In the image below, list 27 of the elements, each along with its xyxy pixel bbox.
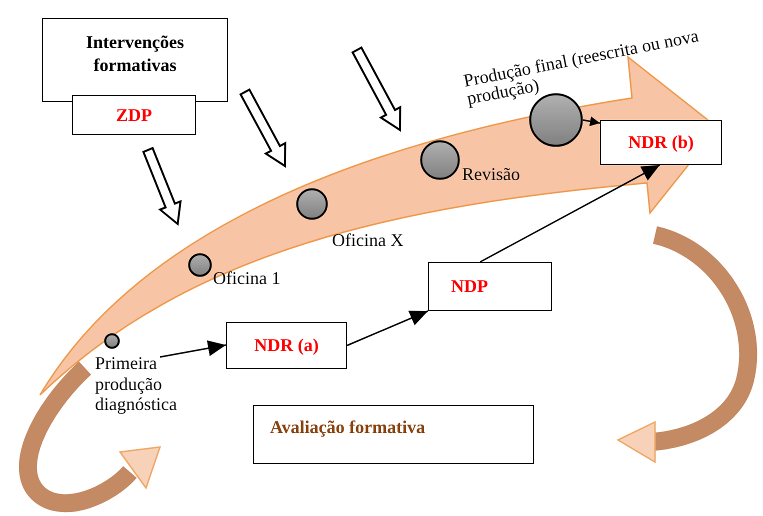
box-label: ZDP [116, 104, 152, 126]
arrow [582, 116, 600, 126]
node-caption: Oficina 1 [213, 268, 282, 289]
node-caption: Revisão [462, 164, 521, 185]
node-caption: Oficina X [332, 230, 404, 251]
block-arrow [142, 146, 182, 226]
block-arrow [351, 46, 402, 132]
label-box [600, 120, 722, 165]
box-label: Intervenções formativas [85, 31, 185, 76]
box-label: NDR (b) [628, 131, 694, 154]
arrow [346, 310, 428, 346]
box-label: Avaliação formativa [270, 416, 426, 438]
label-box [226, 322, 347, 369]
milestone-circle [420, 140, 460, 180]
arrow [160, 340, 226, 358]
arrow [480, 164, 660, 263]
milestone-circle [296, 188, 328, 220]
block-arrow [239, 88, 286, 168]
label-box [253, 405, 534, 464]
title-box [42, 18, 228, 102]
node-caption: Primeira produção diagnóstica [95, 353, 178, 416]
node-caption: Produção final (reescrita ou nova produção) [462, 24, 702, 108]
label-box [72, 95, 196, 135]
box-label: NDP [451, 275, 488, 298]
box-label: NDR (a) [254, 334, 319, 357]
milestone-circle [104, 333, 120, 349]
label-box [428, 262, 552, 311]
